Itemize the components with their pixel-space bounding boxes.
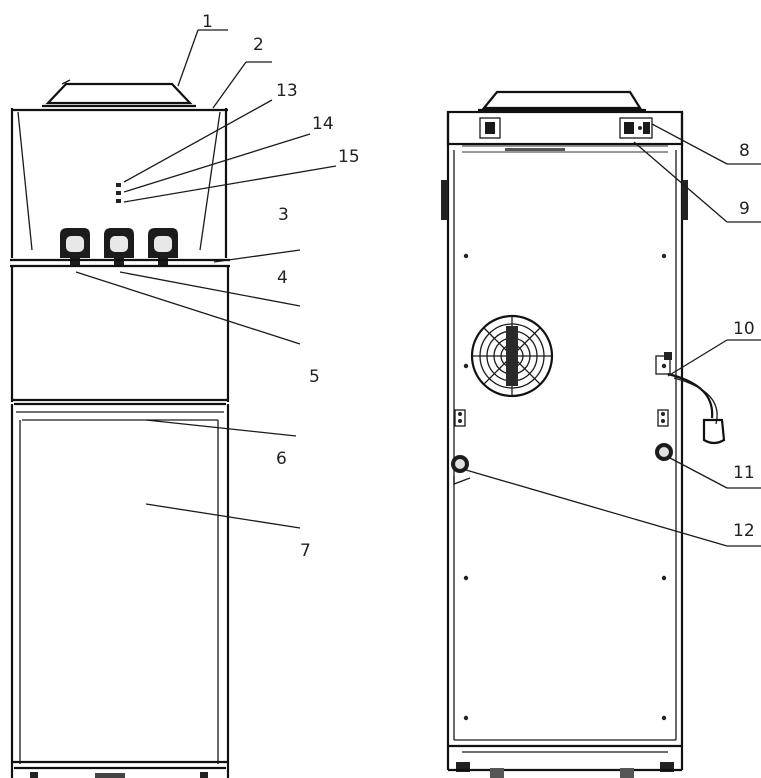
back-cabinet — [441, 112, 688, 778]
front-drip-tray — [10, 258, 230, 268]
callout-5: 5 — [309, 367, 320, 387]
back-leader-lines — [465, 123, 761, 547]
callout-12: 12 — [733, 521, 755, 541]
back-bottle-seat — [478, 90, 646, 112]
callout-9: 9 — [739, 199, 750, 219]
callout-14: 14 — [312, 114, 334, 134]
front-tap-right — [148, 228, 178, 265]
callout-6: 6 — [276, 449, 287, 469]
back-power-cord — [655, 352, 726, 445]
back-top-band — [446, 110, 684, 153]
callout-11: 11 — [733, 463, 755, 483]
back-vent-grille — [470, 314, 554, 398]
back-view — [441, 90, 761, 778]
callout-2: 2 — [253, 35, 264, 55]
callout-labels: 1 2 13 14 15 3 4 5 6 7 8 9 10 11 12 — [202, 12, 755, 561]
callout-10: 10 — [733, 319, 755, 339]
front-view — [10, 29, 337, 778]
front-tap-left — [60, 228, 90, 265]
front-middle-body — [10, 266, 230, 402]
front-upper-housing — [10, 108, 228, 258]
front-tap-middle — [104, 228, 134, 265]
callout-8: 8 — [739, 141, 750, 161]
back-rivets — [463, 253, 667, 721]
callout-13: 13 — [276, 81, 298, 101]
callout-1: 1 — [202, 12, 213, 32]
back-drain-fittings — [451, 409, 673, 485]
front-indicator-lights — [116, 183, 121, 203]
callout-3: 3 — [278, 205, 289, 225]
callout-15: 15 — [338, 147, 360, 167]
front-bottle-seat — [42, 79, 196, 108]
front-leader-lines — [75, 29, 337, 529]
callout-7: 7 — [300, 541, 311, 561]
callout-4: 4 — [277, 268, 288, 288]
front-cabinet — [10, 402, 230, 778]
